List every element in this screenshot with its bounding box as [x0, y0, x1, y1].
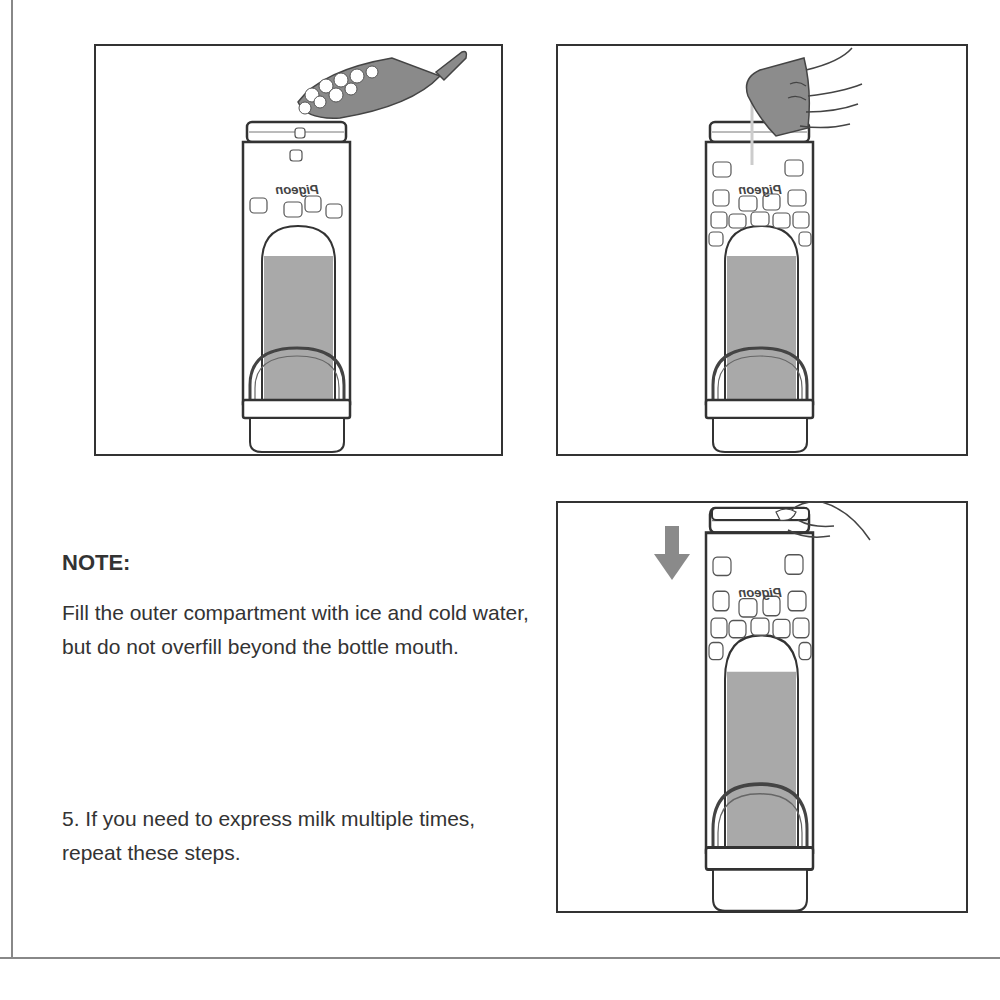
brand-mark: Pigeon — [725, 585, 795, 600]
ice-scoop — [350, 69, 364, 83]
step-text: 5. If you need to express milk multiple … — [62, 802, 532, 870]
bottle — [706, 122, 813, 452]
panel-two — [706, 122, 813, 452]
ice-cubes — [250, 128, 342, 218]
ice-scoop — [298, 58, 440, 118]
bottle — [243, 122, 350, 452]
panel-frame — [557, 45, 967, 455]
ice-scoop — [345, 83, 357, 95]
ice-cubes — [709, 160, 811, 246]
lid — [712, 508, 809, 520]
border-line — [0, 957, 1000, 959]
border-line — [11, 0, 13, 958]
pitcher — [747, 48, 863, 165]
thumb — [776, 509, 796, 520]
ice-cubes — [305, 196, 321, 212]
brand-mark: Pigeon — [725, 182, 795, 197]
ice-cubes — [709, 555, 811, 660]
ice-cubes — [284, 202, 302, 217]
lid-hand — [712, 502, 870, 540]
ice-scoop — [366, 66, 378, 78]
ice-scoop — [299, 102, 311, 114]
down-arrow — [654, 526, 690, 580]
panel-frame — [95, 45, 502, 455]
note-heading: NOTE: — [62, 550, 362, 576]
arrow-shaft — [665, 526, 679, 556]
ice-cubes — [290, 150, 302, 161]
hand-outline — [788, 502, 870, 540]
ice-scoop — [298, 52, 467, 119]
panel-frame — [557, 502, 967, 912]
water-stream — [751, 98, 754, 165]
note-text: Fill the outer compartment with ice and … — [62, 596, 532, 664]
ice-scoop — [436, 52, 467, 80]
ice-cubes — [295, 128, 305, 138]
ice-cubes — [326, 204, 342, 218]
bottle — [706, 508, 813, 911]
pitcher-body — [747, 58, 810, 136]
brand-mark: Pigeon — [262, 182, 332, 197]
ice-scoop — [314, 96, 326, 108]
ice-scoop — [334, 73, 348, 87]
panel-three — [706, 508, 813, 911]
finger-lines — [788, 82, 806, 100]
panel-one — [243, 52, 467, 452]
arrow-head — [654, 554, 690, 580]
ice-cubes — [250, 198, 267, 213]
hand-outline — [800, 48, 862, 128]
ice-scoop — [329, 88, 343, 102]
